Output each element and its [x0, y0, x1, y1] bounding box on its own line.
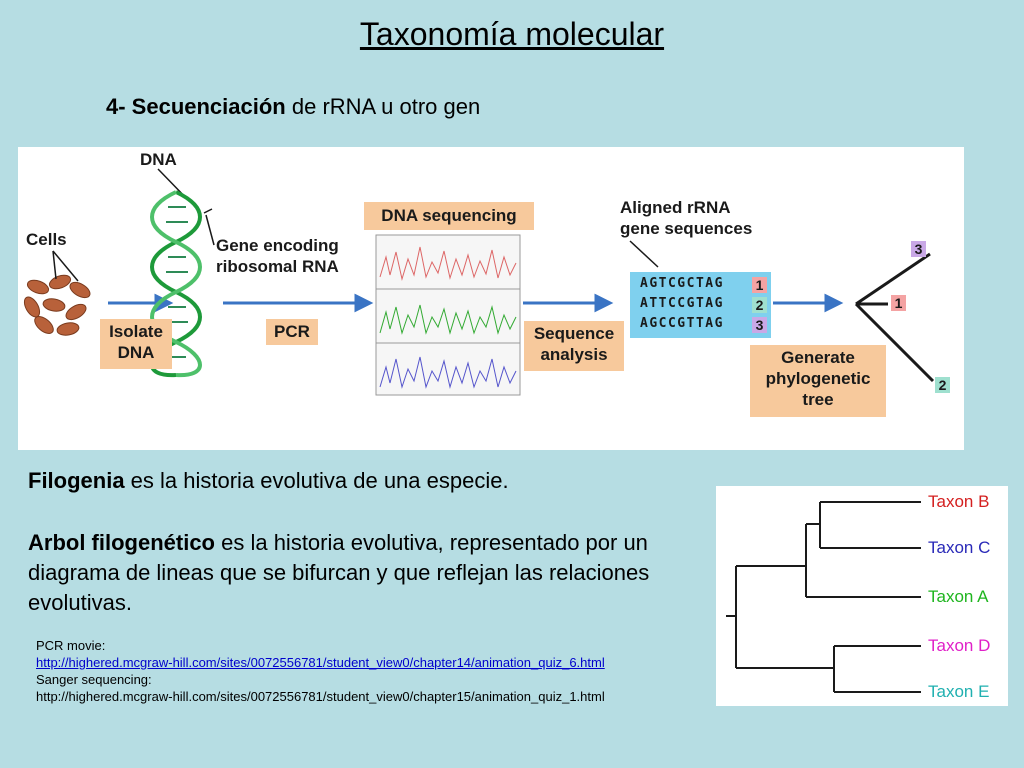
filogenia-text: es la historia evolutiva de una especie.: [124, 468, 509, 493]
rrna-sequencing-figure: DNA Cells Gene encoding ribosomal RNA Is…: [18, 147, 964, 450]
figure-graphics: [23, 168, 935, 396]
aligned-line2: gene sequences: [620, 219, 753, 238]
aligned-label: Aligned rRNA gene sequences: [620, 197, 752, 239]
subtitle-rest: de rRNA u otro gen: [285, 94, 481, 119]
sequence-num-2: 2: [752, 297, 767, 313]
arbol-term: Arbol filogenético: [28, 530, 215, 555]
tree-num-1: 1: [891, 295, 906, 311]
aligned-sequences-box: AGTCGCTAG ATTCCGTAG AGCCGTTAG 1 2 3: [630, 272, 771, 338]
gene-label-line1: Gene encoding: [216, 236, 339, 255]
sequence-row-2: ATTCCGTAG: [640, 296, 724, 311]
taxon-a-label: Taxon A: [928, 587, 989, 606]
isolate-line2: DNA: [117, 343, 155, 362]
sequence-row-3: AGCCGTTAG: [640, 316, 724, 331]
chromatogram-image: [375, 234, 521, 396]
sequence-num-3: 3: [752, 317, 767, 333]
tree-branches: [726, 501, 921, 693]
cells-icon: [23, 274, 91, 336]
generate-line1: Generate: [781, 348, 855, 367]
taxon-b-label: Taxon B: [928, 492, 990, 511]
mini-tree-icon: [854, 252, 935, 383]
sequence-analysis-box: Sequence analysis: [524, 321, 624, 371]
aligned-line1: Aligned rRNA: [620, 198, 731, 217]
sequence-analysis-line1: Sequence: [533, 324, 615, 343]
sanger-url: http://highered.mcgraw-hill.com/sites/00…: [36, 689, 605, 704]
isolate-line1: Isolate: [109, 322, 163, 341]
taxon-d-label: Taxon D: [928, 636, 991, 655]
subtitle-bold: 4- Secuenciación: [106, 94, 286, 119]
filogenia-definition: Filogenia es la historia evolutiva de un…: [28, 468, 509, 494]
sequence-row-1: AGTCGCTAG: [640, 276, 724, 291]
generate-line3: tree: [802, 390, 834, 409]
pcr-box: PCR: [266, 319, 318, 345]
taxon-e-label: Taxon E: [928, 682, 990, 701]
dna-label: DNA: [140, 150, 177, 169]
tree-num-3: 3: [911, 241, 926, 257]
sanger-label: Sanger sequencing:: [36, 672, 152, 687]
pcr-movie-link[interactable]: http://highered.mcgraw-hill.com/sites/00…: [36, 655, 605, 670]
arrow-4-head: [824, 293, 844, 313]
cells-label: Cells: [26, 230, 67, 249]
gene-label: Gene encoding ribosomal RNA: [216, 235, 339, 277]
sequence-analysis-line2: analysis: [540, 345, 608, 364]
isolate-dna-box: Isolate DNA: [100, 319, 172, 369]
references: PCR movie: http://highered.mcgraw-hill.c…: [36, 637, 605, 705]
sequence-num-1: 1: [752, 277, 767, 293]
arrow-2-head: [354, 293, 374, 313]
pcr-movie-label: PCR movie:: [36, 638, 106, 653]
slide-title: Taxonomía molecular: [359, 16, 665, 52]
taxon-c-label: Taxon C: [928, 538, 991, 557]
gene-label-line2: ribosomal RNA: [216, 257, 339, 276]
filogenia-term: Filogenia: [28, 468, 125, 493]
generate-tree-box: Generate phylogenetic tree: [750, 345, 886, 417]
slide-subtitle: 4- Secuenciación de rRNA u otro gen: [106, 94, 480, 120]
dna-sequencing-box: DNA sequencing: [364, 202, 534, 230]
arrow-3-head: [594, 293, 614, 313]
tree-num-2: 2: [935, 377, 950, 393]
arbol-definition: Arbol filogenético es la historia evolut…: [28, 528, 688, 618]
phylogenetic-tree-diagram: Taxon B Taxon C Taxon A Taxon D Taxon E: [716, 486, 1008, 706]
generate-line2: phylogenetic: [765, 369, 871, 388]
arbol-text: es la historia evolutiva, representado p…: [28, 530, 650, 615]
